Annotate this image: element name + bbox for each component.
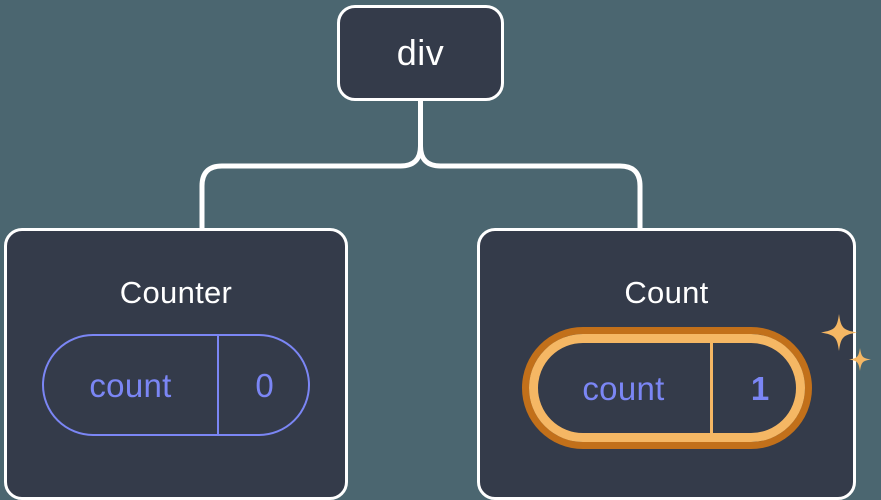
tree-node-count[interactable]: Count count 1: [477, 228, 871, 500]
prop-pill-name: count: [582, 369, 665, 407]
prop-pill-wrapper-count: count 1: [528, 314, 871, 442]
prop-pill-wrapper-counter: count 0: [42, 334, 310, 436]
sparkle-small-icon: [848, 348, 871, 371]
tree-node-counter-label: Counter: [119, 275, 233, 310]
tree-node-counter[interactable]: Counter count 0: [4, 228, 348, 500]
tree-node-root[interactable]: div: [337, 5, 504, 101]
tree-node-count-label: Count: [624, 275, 709, 310]
sparkle-large-icon: [820, 314, 857, 351]
prop-pill-value: 0: [217, 336, 310, 434]
prop-pill-count[interactable]: count 0: [42, 334, 310, 436]
prop-pill-name: count: [89, 366, 172, 404]
prop-pill-count-updated[interactable]: count 1: [528, 334, 808, 442]
sparkles-group: [820, 314, 871, 371]
tree-node-root-label: div: [396, 32, 445, 73]
prop-pill-value: 1: [709, 343, 808, 433]
